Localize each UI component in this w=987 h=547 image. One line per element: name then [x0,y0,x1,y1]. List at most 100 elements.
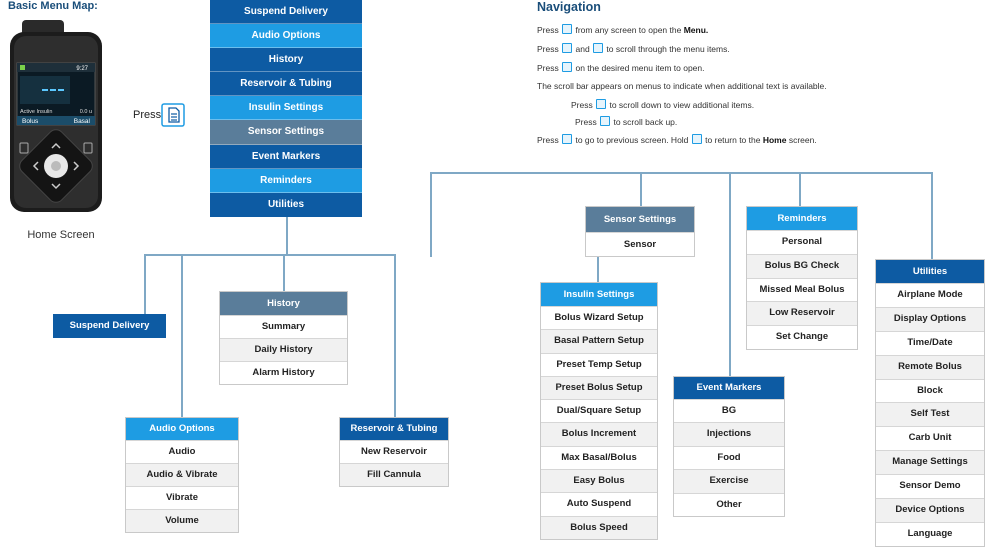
nav-line-6: Press to scroll back up. [575,116,678,127]
reminders-item[interactable]: Set Change [747,325,857,349]
menu-item-suspend-delivery[interactable]: Suspend Delivery [210,0,362,25]
event-markers-box: Event Markers BG Injections Food Exercis… [673,376,785,517]
menu-item-event-markers[interactable]: Event Markers [210,144,362,169]
menu-item-reservoir-tubing[interactable]: Reservoir & Tubing [210,72,362,97]
insulin-settings-item[interactable]: Basal Pattern Setup [541,329,657,353]
menu-item-utilities[interactable]: Utilities [210,192,362,217]
event-markers-header: Event Markers [674,377,784,399]
select-key-icon [562,62,573,72]
reminders-item[interactable]: Personal [747,230,857,254]
sensor-settings-box: Sensor Settings Sensor [585,206,695,257]
insulin-settings-item[interactable]: Preset Temp Setup [541,352,657,376]
utilities-item[interactable]: Remote Bolus [876,354,984,379]
connector-line [181,254,183,417]
menu-item-sensor-settings[interactable]: Sensor Settings [210,120,362,145]
utilities-box: Utilities Airplane Mode Display Options … [875,259,985,547]
reminders-item[interactable]: Low Reservoir [747,301,857,326]
nav-line-2: Press and to scroll through the menu ite… [537,43,730,54]
connector-line [430,172,432,257]
connector-line [799,172,801,206]
audio-options-header: Audio Options [126,418,238,440]
main-menu: Suspend Delivery Audio Options History R… [210,0,362,217]
device-time: 9:27 [76,66,88,72]
reminders-header: Reminders [747,207,857,230]
insulin-settings-item[interactable]: Bolus Increment [541,422,657,446]
device-active-insulin-label: Active Insulin [20,109,52,115]
history-header: History [220,292,347,315]
utilities-item[interactable]: Device Options [876,498,984,522]
audio-options-item[interactable]: Audio [126,440,238,463]
utilities-item[interactable]: Self Test [876,402,984,427]
reservoir-tubing-item[interactable]: Fill Cannula [340,463,448,486]
audio-options-item[interactable]: Vibrate [126,486,238,509]
utilities-item[interactable]: Time/Date [876,330,984,355]
connector-line [729,172,731,377]
utilities-header: Utilities [876,260,984,283]
insulin-settings-item[interactable]: Bolus Speed [541,515,657,539]
insulin-settings-item[interactable]: Dual/Square Setup [541,399,657,422]
menu-key-icon [562,24,573,34]
utilities-item[interactable]: Language [876,521,984,546]
connector-line [283,254,285,291]
connector-line [597,255,599,282]
menu-item-insulin-settings[interactable]: Insulin Settings [210,96,362,121]
sensor-settings-item[interactable]: Sensor [586,232,694,256]
menu-item-history[interactable]: History [210,48,362,73]
insulin-settings-item[interactable]: Max Basal/Bolus [541,445,657,469]
event-markers-item[interactable]: Exercise [674,469,784,493]
insulin-pump-device: 9:27 Active Insulin 0.0 u Bolus Basal [10,20,102,212]
utilities-item[interactable]: Airplane Mode [876,283,984,307]
navigation-title: Navigation [537,0,601,14]
event-markers-item[interactable]: Injections [674,422,784,446]
insulin-settings-header: Insulin Settings [541,283,657,306]
sensor-settings-header: Sensor Settings [586,207,694,232]
page-title: Basic Menu Map: [8,0,98,12]
utilities-item[interactable]: Carb Unit [876,426,984,450]
history-item[interactable]: Daily History [220,338,347,361]
utilities-item[interactable]: Block [876,378,984,403]
connector-line [144,254,146,314]
device-basal-label: Basal [74,118,91,125]
reservoir-tubing-item[interactable]: New Reservoir [340,440,448,463]
insulin-settings-item[interactable]: Bolus Wizard Setup [541,306,657,329]
event-markers-item[interactable]: Food [674,445,784,469]
suspend-delivery-box[interactable]: Suspend Delivery [53,314,166,338]
insulin-settings-item[interactable]: Easy Bolus [541,469,657,493]
audio-options-box: Audio Options Audio Audio & Vibrate Vibr… [125,417,239,533]
menu-item-reminders[interactable]: Reminders [210,168,362,193]
audio-options-item[interactable]: Volume [126,509,238,532]
connector-line [286,217,288,255]
connector-line [640,172,642,206]
history-item[interactable]: Alarm History [220,361,347,384]
down-key-icon [562,43,573,53]
insulin-settings-box: Insulin Settings Bolus Wizard Setup Basa… [540,282,658,540]
reservoir-tubing-box: Reservoir & Tubing New Reservoir Fill Ca… [339,417,449,487]
nav-line-7: Press to go to previous screen. Hold to … [537,134,817,145]
up-key-icon [600,116,611,126]
utilities-item[interactable]: Sensor Demo [876,474,984,498]
menu-button-icon [161,103,185,127]
connector-line [394,254,396,417]
home-screen-caption: Home Screen [27,229,95,241]
utilities-item[interactable]: Manage Settings [876,450,984,475]
audio-options-item[interactable]: Audio & Vibrate [126,463,238,486]
insulin-settings-item[interactable]: Preset Bolus Setup [541,375,657,400]
reminders-item[interactable]: Missed Meal Bolus [747,277,857,302]
connector-line [430,172,933,174]
back-key-icon [691,134,702,144]
event-markers-item[interactable]: BG [674,399,784,422]
back-key-icon [562,134,573,144]
utilities-item[interactable]: Display Options [876,306,984,331]
nav-line-5: Press to scroll down to view additional … [571,99,755,110]
insulin-settings-item[interactable]: Auto Suspend [541,492,657,515]
connector-line [931,172,933,259]
event-markers-item[interactable]: Other [674,492,784,516]
nav-line-4: The scroll bar appears on menus to indic… [537,81,827,91]
device-active-insulin-value: 0.0 u [80,109,92,115]
history-item[interactable]: Summary [220,315,347,338]
menu-item-audio-options[interactable]: Audio Options [210,24,362,49]
nav-line-1: Press from any screen to open the Menu. [537,24,709,35]
reservoir-tubing-header: Reservoir & Tubing [340,418,448,440]
reminders-item[interactable]: Bolus BG Check [747,253,857,278]
connector-line [144,254,396,256]
